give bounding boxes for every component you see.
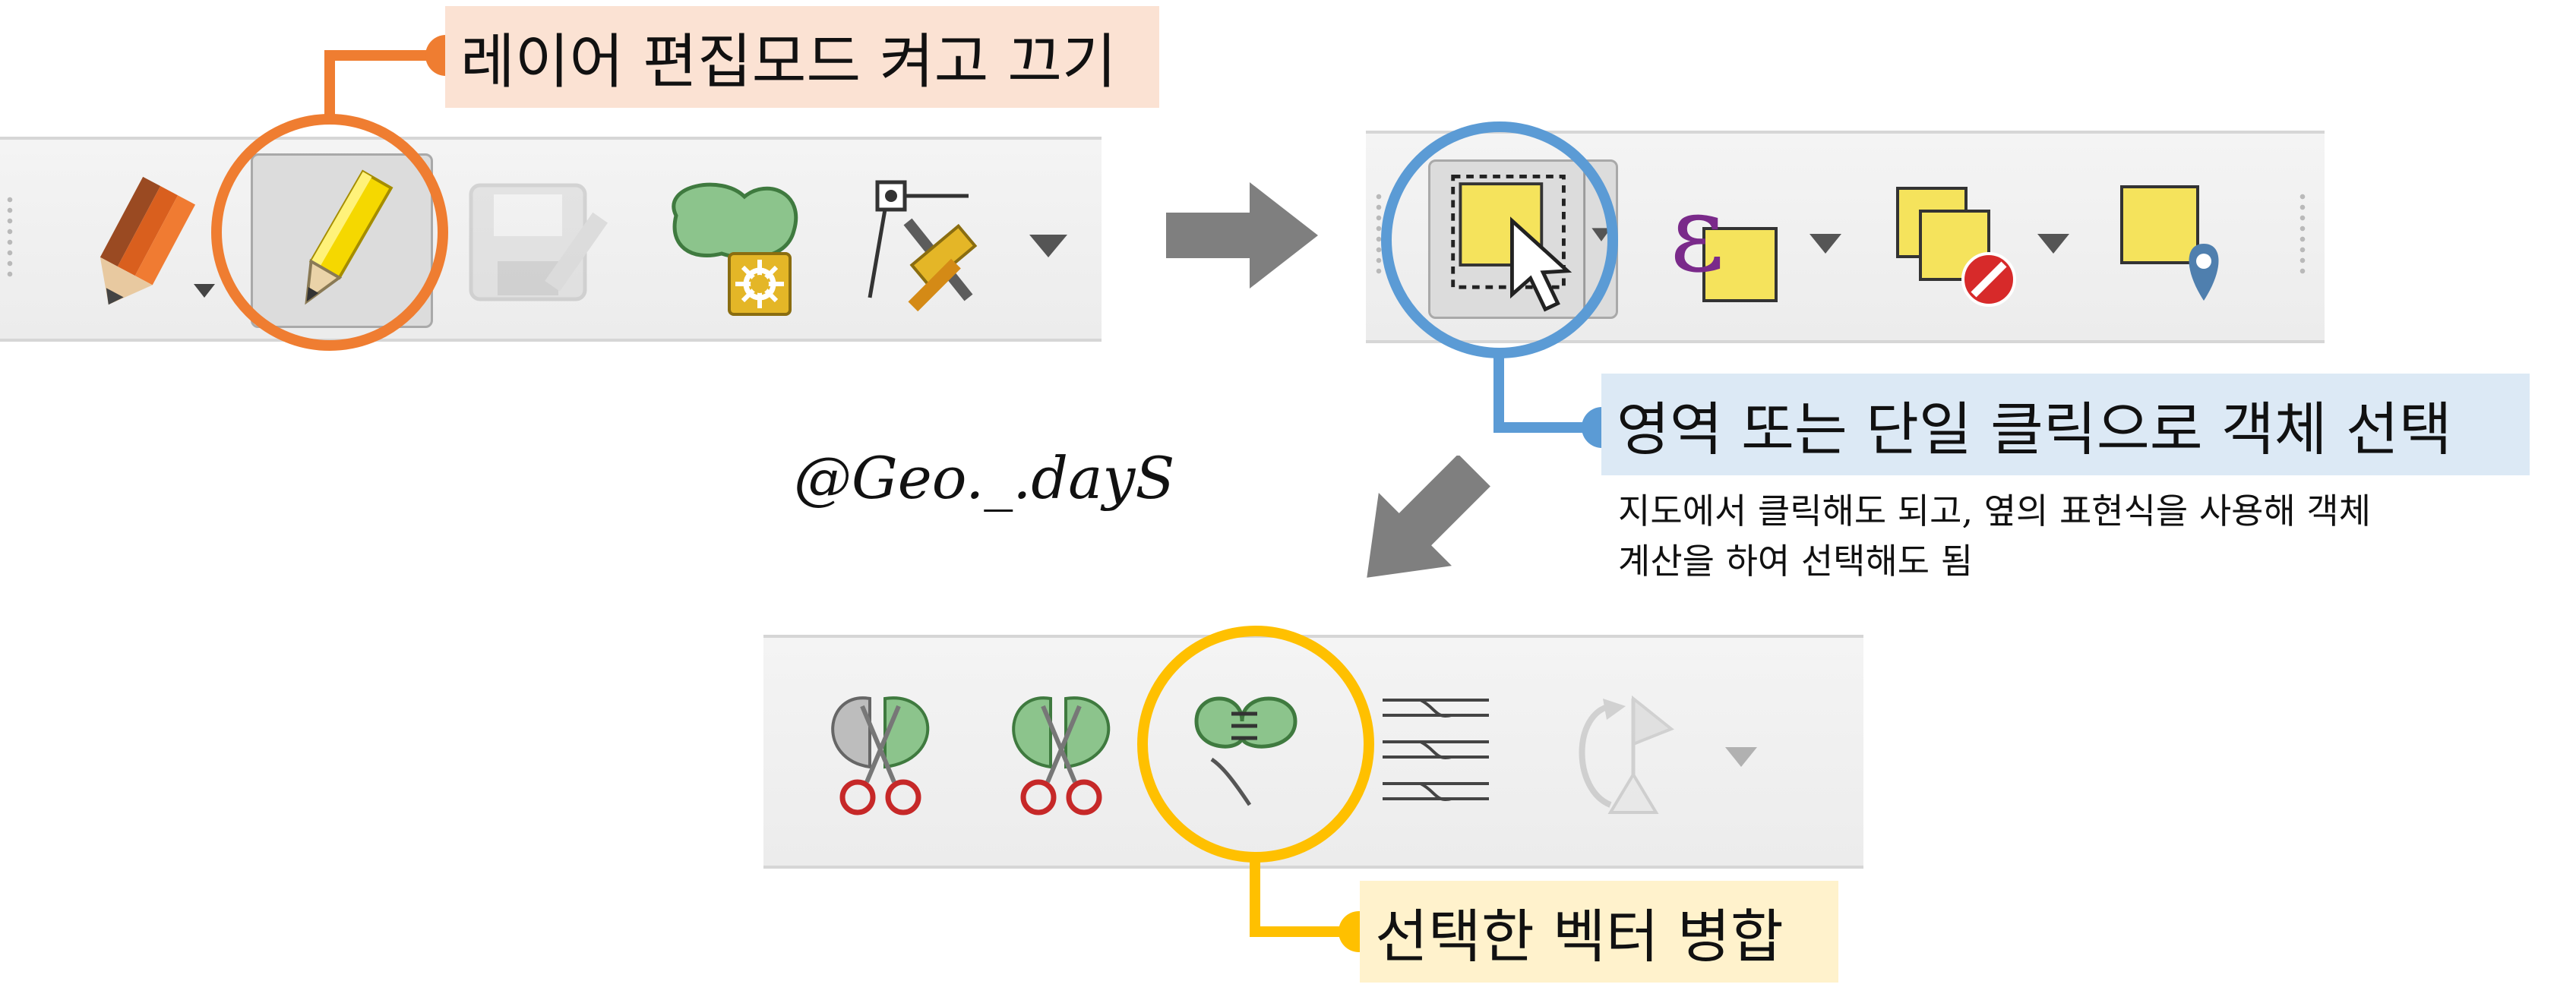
toolbar-grip-handle-right[interactable] <box>2297 191 2308 275</box>
split-features-icon[interactable] <box>809 683 953 820</box>
merge-attributes-icon[interactable] <box>1375 685 1497 814</box>
select-connector-vertical <box>1493 355 1504 431</box>
current-edits-icon[interactable] <box>80 170 217 314</box>
merge-features-callout-label: 선택한 벡터 병합 <box>1360 881 1838 983</box>
edit-mode-callout-label: 레이어 편집모드 켜고 끄기 <box>445 6 1159 108</box>
deselect-features-dropdown-arrow[interactable] <box>2034 231 2072 257</box>
editing-toolbar <box>0 137 1102 342</box>
add-polygon-feature-icon[interactable] <box>653 170 813 322</box>
toolbar-grip-handle[interactable] <box>5 194 15 278</box>
rotate-point-symbols-dropdown-arrow[interactable] <box>1722 744 1760 770</box>
select-connector-horizontal <box>1493 422 1600 433</box>
rotate-point-symbols-icon[interactable] <box>1565 683 1702 820</box>
select-by-expression-icon[interactable]: ε <box>1662 179 1791 308</box>
select-by-expression-dropdown-arrow[interactable] <box>1806 231 1844 257</box>
edit-mode-connector-vertical <box>324 50 335 118</box>
select-features-callout-label: 영역 또는 단일 클릭으로 객체 선택 <box>1601 374 2530 475</box>
merge-connector-vertical <box>1250 860 1260 935</box>
save-edits-icon[interactable] <box>463 178 608 314</box>
select-by-location-icon[interactable] <box>2114 179 2236 308</box>
edit-mode-highlight-ring <box>211 114 448 351</box>
arrow-down-left-icon <box>1345 454 1497 592</box>
arrow-right-icon <box>1166 182 1318 289</box>
split-parts-icon[interactable] <box>990 683 1134 820</box>
select-note-line-2: 계산을 하여 선택해도 됨 <box>1618 541 1974 582</box>
select-features-highlight-ring <box>1381 121 1618 358</box>
author-watermark: @Geo._.dayS <box>794 444 1175 512</box>
merge-features-highlight-ring <box>1137 626 1374 863</box>
deselect-features-icon[interactable] <box>1890 181 2019 310</box>
select-note-line-1: 지도에서 클릭해도 되고, 옆의 표현식을 사용해 객체 <box>1618 491 2372 532</box>
edit-mode-connector-horizontal <box>324 50 446 61</box>
svg-text:ε: ε <box>1670 179 1725 296</box>
vertex-tool-icon[interactable] <box>855 169 1007 320</box>
vertex-tool-dropdown-arrow[interactable] <box>1026 231 1071 261</box>
merge-connector-horizontal <box>1250 926 1356 937</box>
